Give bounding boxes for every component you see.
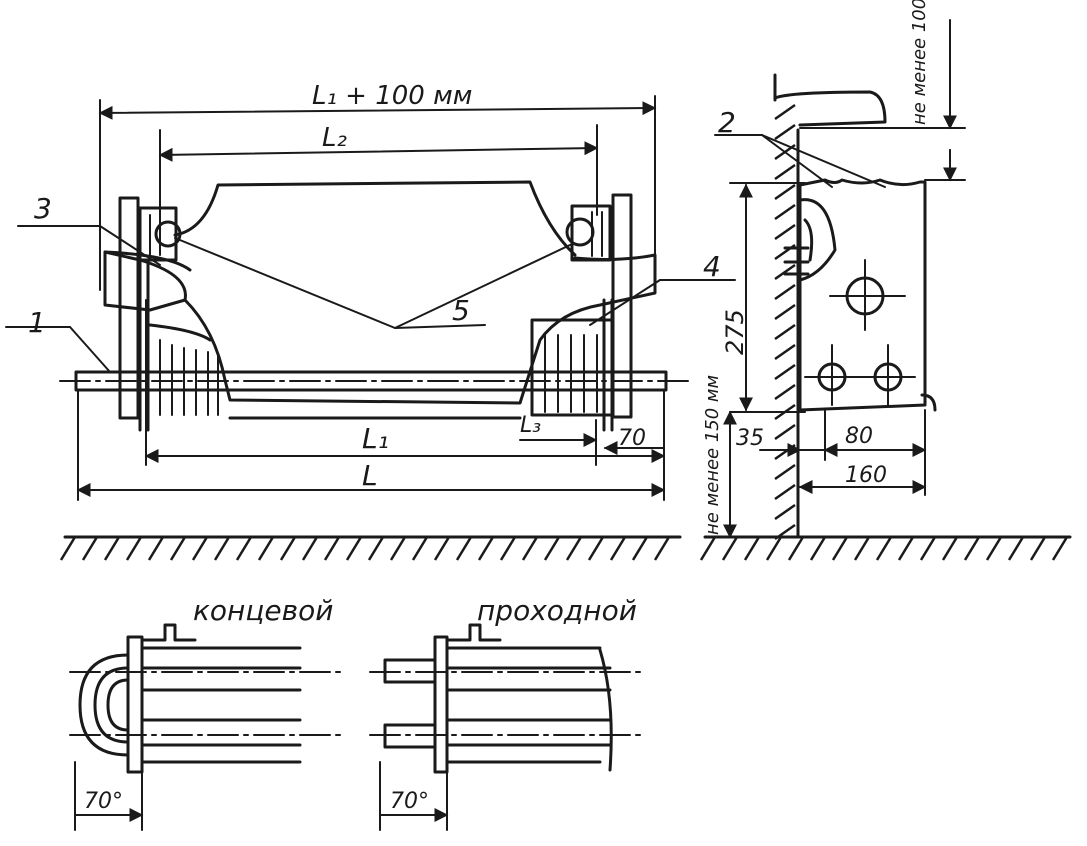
front-view xyxy=(5,95,736,501)
ground xyxy=(59,535,1072,561)
left-busbar-stack xyxy=(148,323,219,416)
label-dim-l3: L₃ xyxy=(520,413,541,438)
label-dim-70-main: 70 xyxy=(618,426,646,451)
dim-line-l2 xyxy=(158,141,599,162)
detail-pass xyxy=(369,623,641,831)
detail-end xyxy=(69,623,341,831)
label-min-150: не менее 150 мм xyxy=(702,375,723,535)
callout-1: 1 xyxy=(28,306,46,339)
label-dim-80: 80 xyxy=(845,424,873,449)
dim-line-top xyxy=(98,101,657,120)
label-min-100: не менее 100 мм xyxy=(909,0,930,125)
label-dim-275: 275 xyxy=(721,309,749,355)
right-flange xyxy=(611,193,633,419)
side-view xyxy=(714,19,966,541)
label-dim-l1: L₁ xyxy=(362,422,389,455)
label-end-type: концевой xyxy=(193,594,333,627)
label-dim-l: L xyxy=(362,459,378,492)
label-dim-160: 160 xyxy=(845,463,887,488)
left-shoulder xyxy=(103,250,187,312)
callout-4: 4 xyxy=(703,250,721,283)
callout-3: 3 xyxy=(34,192,52,225)
side-insulator xyxy=(798,178,927,412)
label-dim-70-pass: 70° xyxy=(390,789,429,814)
right-busbar-stack xyxy=(530,298,614,432)
label-pass-type: проходной xyxy=(477,594,637,627)
label-dim-l2: L₂ xyxy=(322,123,347,153)
label-dim-70-end: 70° xyxy=(84,789,123,814)
callout-2: 2 xyxy=(718,106,736,139)
label-dim-35: 35 xyxy=(736,426,764,451)
insulator-top xyxy=(173,180,577,257)
label-dim-top: L₁ + 100 мм xyxy=(312,81,472,111)
callout-5: 5 xyxy=(452,294,470,327)
